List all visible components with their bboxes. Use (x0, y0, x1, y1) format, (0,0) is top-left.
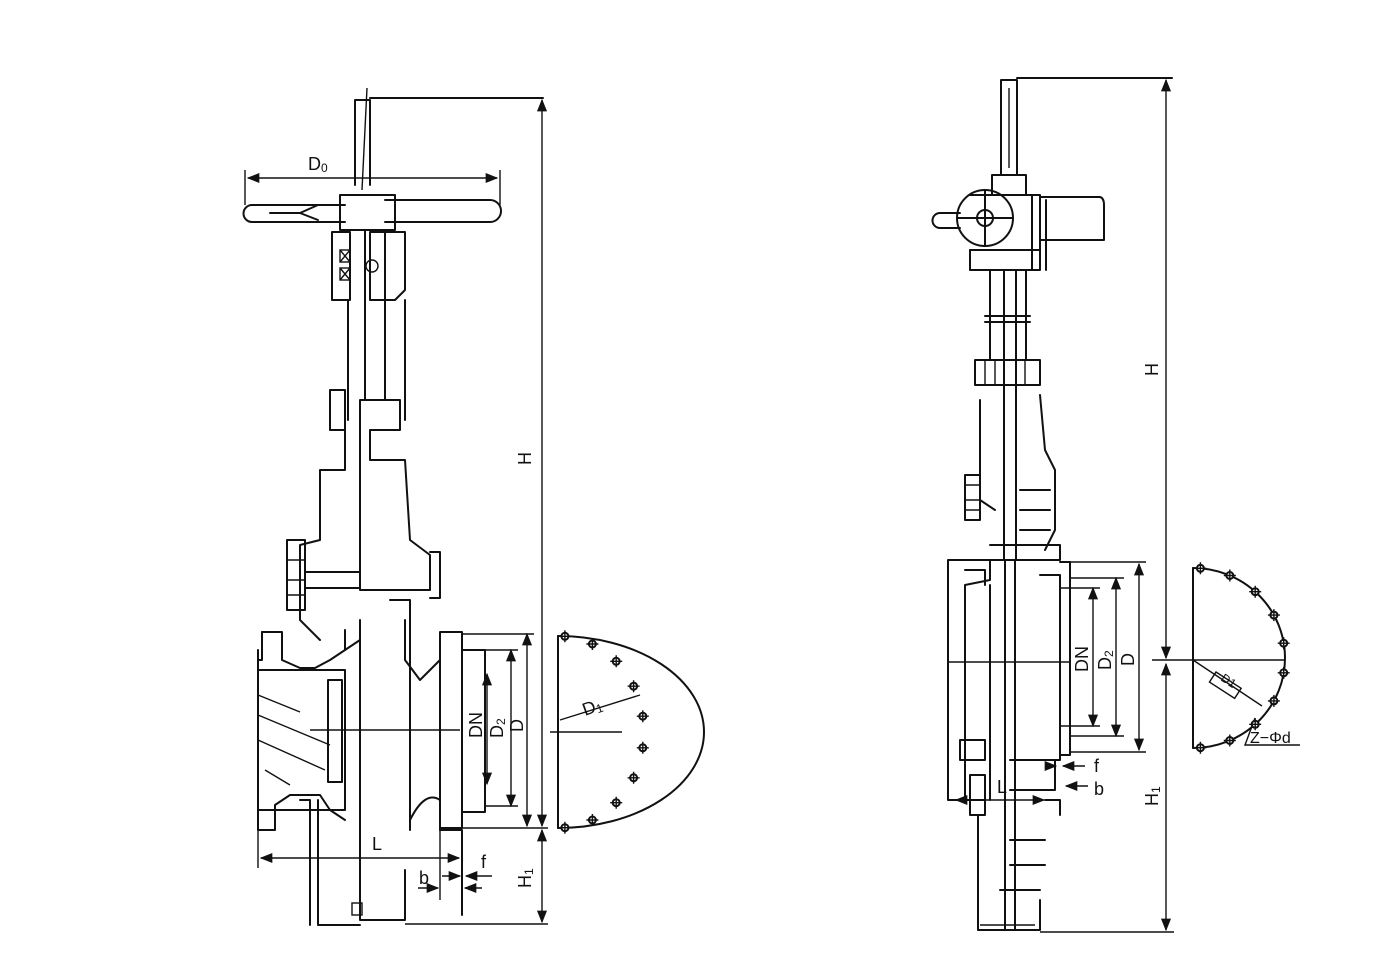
label-D0: D0 (308, 154, 328, 175)
right-valve-body (947, 559, 1071, 931)
right-bolt-mark (1277, 637, 1290, 650)
label-DN: DN (466, 712, 486, 738)
left-bolt-mark (627, 771, 640, 784)
label-D2: D2 (487, 718, 508, 738)
left-dimensions (244, 98, 548, 925)
right-dimensions (954, 78, 1174, 933)
yoke (331, 231, 406, 421)
left-gate-valve (242, 87, 705, 926)
label-H-right: H (1142, 363, 1162, 376)
right-bolt-mark (1249, 585, 1262, 598)
right-bolt-mark (1267, 694, 1280, 707)
label-b: b (419, 868, 429, 888)
valve-body (257, 599, 441, 926)
right-bolt-mark (1223, 569, 1236, 582)
label-H1-right: H1 (1142, 786, 1163, 806)
label-f-right: f (1094, 756, 1100, 776)
right-bolt-mark (1194, 741, 1207, 754)
electric-actuator (931, 174, 1105, 271)
left-bolt-mark (636, 710, 649, 723)
label-D-right: D (1118, 653, 1138, 666)
bonnet (286, 389, 441, 641)
right-gate-valve (931, 77, 1300, 931)
right-bolt-mark (1194, 562, 1207, 575)
label-DN-right: DN (1072, 646, 1092, 672)
label-f: f (481, 852, 487, 872)
handwheel (242, 194, 502, 231)
left-bolt-mark (627, 680, 640, 693)
label-H1: H1 (515, 868, 536, 888)
left-bolt-mark (636, 741, 649, 754)
label-L-right: L (997, 777, 1007, 797)
label-D: D (507, 719, 527, 732)
label-H: H (515, 452, 535, 465)
right-yoke (964, 269, 1061, 561)
left-bolt-mark (558, 821, 571, 834)
left-flange-bolt-view (550, 630, 705, 834)
label-b-right: b (1094, 779, 1104, 799)
left-bolt-mark (586, 638, 599, 650)
label-D2-right: D2 (1095, 650, 1116, 670)
left-bolt-mark (610, 796, 623, 809)
left-bolt-mark (586, 814, 599, 826)
stem (354, 87, 544, 401)
right-bolt-mark (1267, 609, 1280, 622)
right-bolt-mark (1223, 734, 1236, 747)
left-labels: D0 H H1 DN D2 D D1 L b f (308, 154, 606, 888)
label-L: L (372, 834, 382, 854)
label-D1: D1 (580, 694, 606, 721)
label-zd: Z−Φd (1250, 730, 1291, 747)
right-bolt-mark (1277, 666, 1290, 679)
right-bolt-mark (1249, 718, 1262, 731)
right-flange-bolt-view (1152, 562, 1300, 754)
left-bolt-mark (610, 655, 623, 668)
left-bolt-mark (558, 630, 571, 643)
